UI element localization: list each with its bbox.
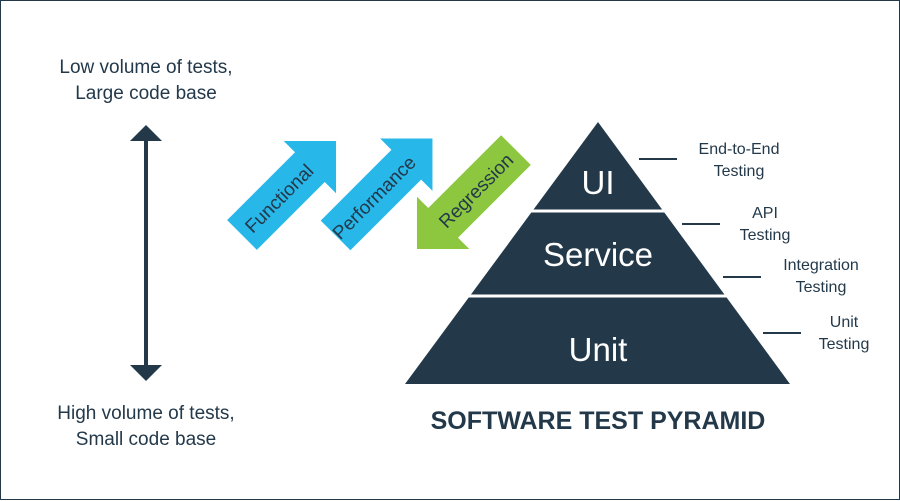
side-label-integration-line-2: Testing: [796, 279, 847, 296]
top-label-line-2: Large code base: [75, 83, 217, 104]
top-label-line-1: Low volume of tests,: [59, 57, 232, 78]
performance-arrow-label: Performance: [329, 152, 421, 244]
side-label-api-line-2: Testing: [740, 227, 791, 244]
side-label-integration-line-1: Integration: [783, 257, 859, 274]
pyramid-layer-service: Service: [543, 236, 653, 273]
pyramid-layer-unit: Unit: [569, 331, 628, 368]
side-label-unit-line-1: Unit: [830, 314, 859, 331]
double-arrow-icon: [130, 125, 162, 381]
bottom-label-line-1: High volume of tests,: [57, 403, 234, 424]
diagram-title: SOFTWARE TEST PYRAMID: [431, 407, 766, 435]
side-label-unit: Unit Testing: [763, 314, 869, 353]
test-pyramid: UI Service Unit: [405, 122, 790, 384]
bottom-label-line-2: Small code base: [76, 429, 216, 450]
side-label-end-to-end: End-to-End Testing: [639, 141, 779, 180]
side-label-end-to-end-line-1: End-to-End: [699, 141, 780, 158]
pyramid-shape: [405, 122, 790, 384]
side-label-end-to-end-line-2: Testing: [714, 163, 765, 180]
side-label-api: API Testing: [682, 205, 790, 244]
side-label-unit-line-2: Testing: [819, 336, 870, 353]
pyramid-layer-ui: UI: [582, 164, 615, 201]
side-label-integration: Integration Testing: [723, 257, 859, 296]
side-label-api-line-1: API: [752, 205, 778, 222]
